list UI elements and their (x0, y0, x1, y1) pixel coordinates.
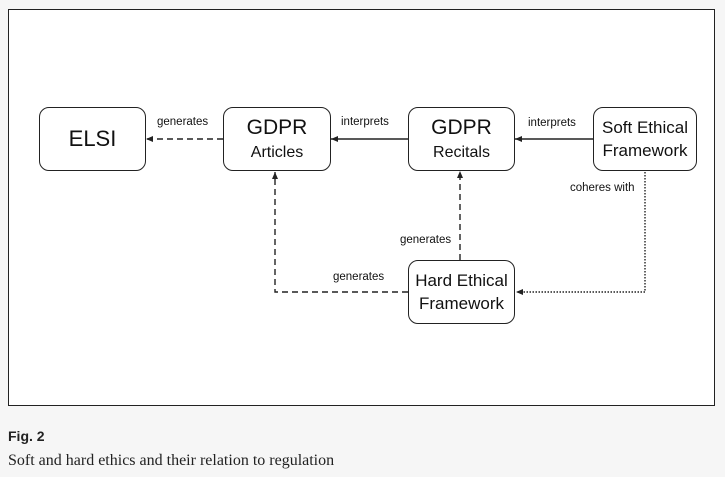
node-soft-ethical-line2: Framework (602, 140, 688, 160)
edge-label-articles-to-elsi: generates (157, 116, 209, 128)
edge-label-hard-to-recitals: generates (400, 234, 452, 246)
figure-panel: ELSI GDPR Articles GDPR Recitals Soft Et… (8, 9, 715, 406)
node-gdpr-recitals-line1: GDPR (431, 115, 492, 139)
node-gdpr-articles-line2: Articles (250, 143, 304, 161)
edge-label-hard-to-articles: generates (333, 271, 385, 283)
node-elsi: ELSI (39, 107, 146, 171)
node-gdpr-recitals-line2: Recitals (433, 143, 490, 161)
node-elsi-label: ELSI (68, 126, 117, 152)
edge-label-recitals-to-articles: interprets (341, 116, 389, 128)
edge-label-soft-to-hard: coheres with (570, 182, 635, 194)
node-gdpr-articles-line1: GDPR (246, 115, 308, 139)
node-soft-ethical-line1: Soft Ethical (602, 117, 688, 137)
node-hard-ethical-framework: Hard Ethical Framework (408, 260, 515, 324)
figure-caption-text: Soft and hard ethics and their relation … (8, 452, 335, 469)
diagram-edges (146, 136, 646, 295)
node-hard-ethical-line2: Framework (418, 293, 504, 313)
node-gdpr-articles: GDPR Articles (223, 107, 331, 171)
edge-hard-to-articles (272, 172, 408, 293)
node-soft-ethical-framework: Soft Ethical Framework (593, 107, 697, 171)
figure-caption-label: Fig. 2 (8, 428, 45, 444)
edge-soft-to-hard (516, 172, 646, 295)
node-hard-ethical-line1: Hard Ethical (415, 270, 508, 290)
node-gdpr-recitals: GDPR Recitals (408, 107, 515, 171)
edge-label-soft-to-recitals: interprets (528, 117, 576, 129)
